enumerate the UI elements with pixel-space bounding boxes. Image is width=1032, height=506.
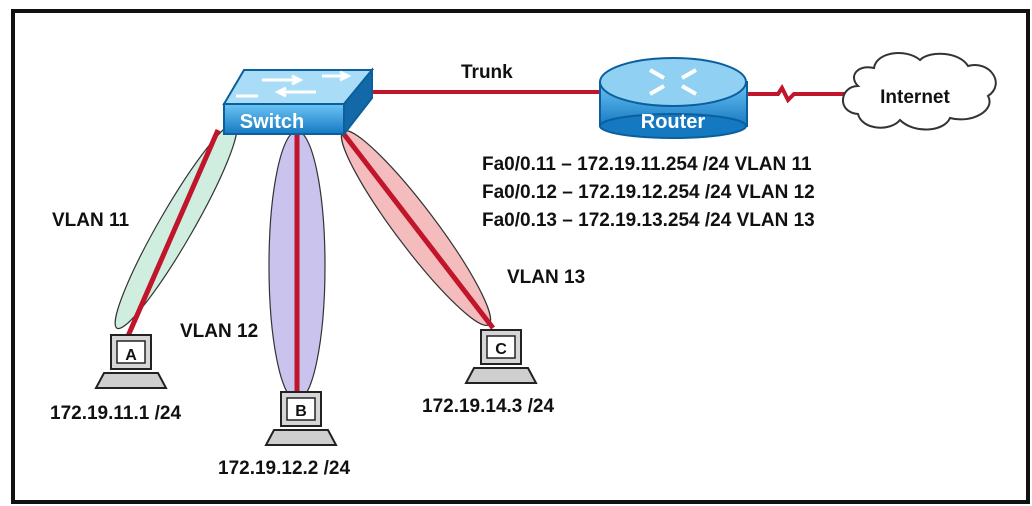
pc-icon [264,391,338,446]
vlan13-label: VLAN 13 [507,267,585,288]
switch-label: Switch [240,111,304,133]
vlan11-label: VLAN 11 [52,210,130,231]
cloud-icon[interactable]: Internet [842,52,997,131]
host-a[interactable]: A 172.19.11.1 /24 [50,334,181,424]
host-c-id: C [495,341,507,358]
host-a-id: A [125,347,137,364]
trunk-label: Trunk [461,62,513,83]
link-switch-host-a [125,128,221,338]
host-b-address: 172.19.12.2 /24 [218,458,350,479]
switch-icon[interactable]: Switch [222,67,375,137]
pc-icon [94,334,168,389]
router-icon[interactable]: Router [599,57,748,139]
link-switch-host-c [341,131,495,330]
host-c-address: 172.19.14.3 /24 [422,396,554,417]
host-c[interactable]: C 172.19.14.3 /24 [422,329,554,417]
router-interface-3: Fa0/0.13 – 172.19.13.254 /24 VLAN 13 [482,210,815,231]
pc-icon [464,329,538,384]
wan-link [748,84,846,104]
router-interface-list: Fa0/0.11 – 172.19.11.254 /24 VLAN 11 Fa0… [482,154,815,231]
vlan12-label: VLAN 12 [180,321,258,342]
router-interface-2: Fa0/0.12 – 172.19.12.254 /24 VLAN 12 [482,182,815,203]
host-b[interactable]: B 172.19.12.2 /24 [218,391,350,479]
router-label: Router [641,111,706,133]
host-b-id: B [295,403,307,420]
router-interface-1: Fa0/0.11 – 172.19.11.254 /24 VLAN 11 [482,154,812,175]
host-a-address: 172.19.11.1 /24 [50,403,181,424]
internet-label: Internet [880,87,950,108]
